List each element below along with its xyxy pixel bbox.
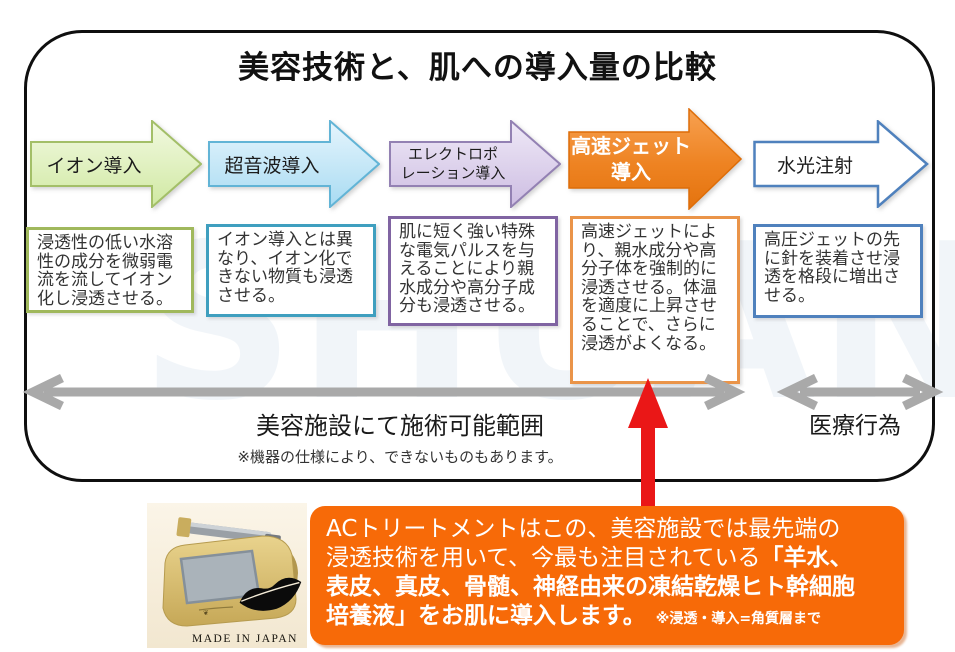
method-label-electroporation: エレクトロポ レーション導入	[400, 145, 506, 182]
method-desc-electroporation: 肌に短く強い特殊な電気パルスを与えることにより親水成分や高分子成分も浸透させる。	[388, 216, 558, 326]
method-arrow-ultrasound	[208, 120, 380, 208]
method-arrow-high-speed-jet	[568, 108, 742, 210]
callout-text-small: ※浸透・導入=角質層まで	[655, 611, 822, 627]
block-arrow-icon	[30, 120, 202, 208]
svg-text:❦: ❦	[203, 609, 209, 617]
beauty-range-label: 美容施設にて施術可能範囲	[256, 412, 544, 440]
range-note: ※機器の仕様により、できないものもあります。	[237, 448, 563, 466]
method-label-ultrasound: 超音波導入	[224, 154, 320, 177]
method-desc-ion: 浸透性の低い水溶性の成分を微弱電流を流してイオン化し浸透させる。	[26, 227, 194, 313]
method-arrow-water-light-injection	[753, 120, 929, 208]
method-label-high-speed-jet: 高速ジェット 導入	[571, 134, 691, 184]
method-label-ion: イオン導入	[46, 154, 142, 177]
method-desc-high-speed-jet: 高速ジェットにより、親水成分や高分子体を強制的に浸透させる。体温を適度に上昇させ…	[570, 216, 740, 384]
block-arrow-icon	[389, 120, 561, 208]
red-up-arrow-icon	[628, 378, 668, 514]
device-caption: MADE IN JAPAN	[192, 633, 298, 645]
device-illustration-icon: ❦ MADE IN JAPAN	[147, 503, 307, 648]
block-arrow-icon	[208, 120, 380, 208]
method-label-water-light-injection: 水光注射	[776, 154, 853, 177]
medical-range-label: 医療行為	[809, 413, 901, 439]
callout-text-normal: ACトリートメントはこの、美容施設では最先端の 浸透技術を用いて、今最も注目され…	[326, 516, 841, 571]
lips-icon	[239, 577, 302, 611]
outer-frame	[24, 30, 935, 482]
method-desc-water-light-injection: 高圧ジェットの先に針を装着させ浸透を格段に増出させる。	[753, 224, 923, 318]
device-photo: ❦ MADE IN JAPAN	[147, 503, 307, 648]
method-arrow-ion	[30, 120, 202, 208]
page-title: 美容技術と、肌への導入量の比較	[238, 50, 717, 86]
method-desc-ultrasound: イオン導入とは異なり、イオン化できない物質も浸透させる。	[206, 224, 376, 317]
block-arrow-icon	[568, 108, 742, 210]
block-arrow-icon	[753, 120, 929, 208]
callout-box: ACトリートメントはこの、美容施設では最先端の 浸透技術を用いて、今最も注目され…	[310, 506, 904, 645]
method-arrow-electroporation	[389, 120, 561, 208]
range-double-arrow-icon	[22, 374, 944, 410]
callout-text-bold: 「羊水、 表皮、真皮、骨髄、神経由来の凍結乾燥ヒト幹細胞 培養液」をお肌に導入し…	[326, 545, 855, 629]
